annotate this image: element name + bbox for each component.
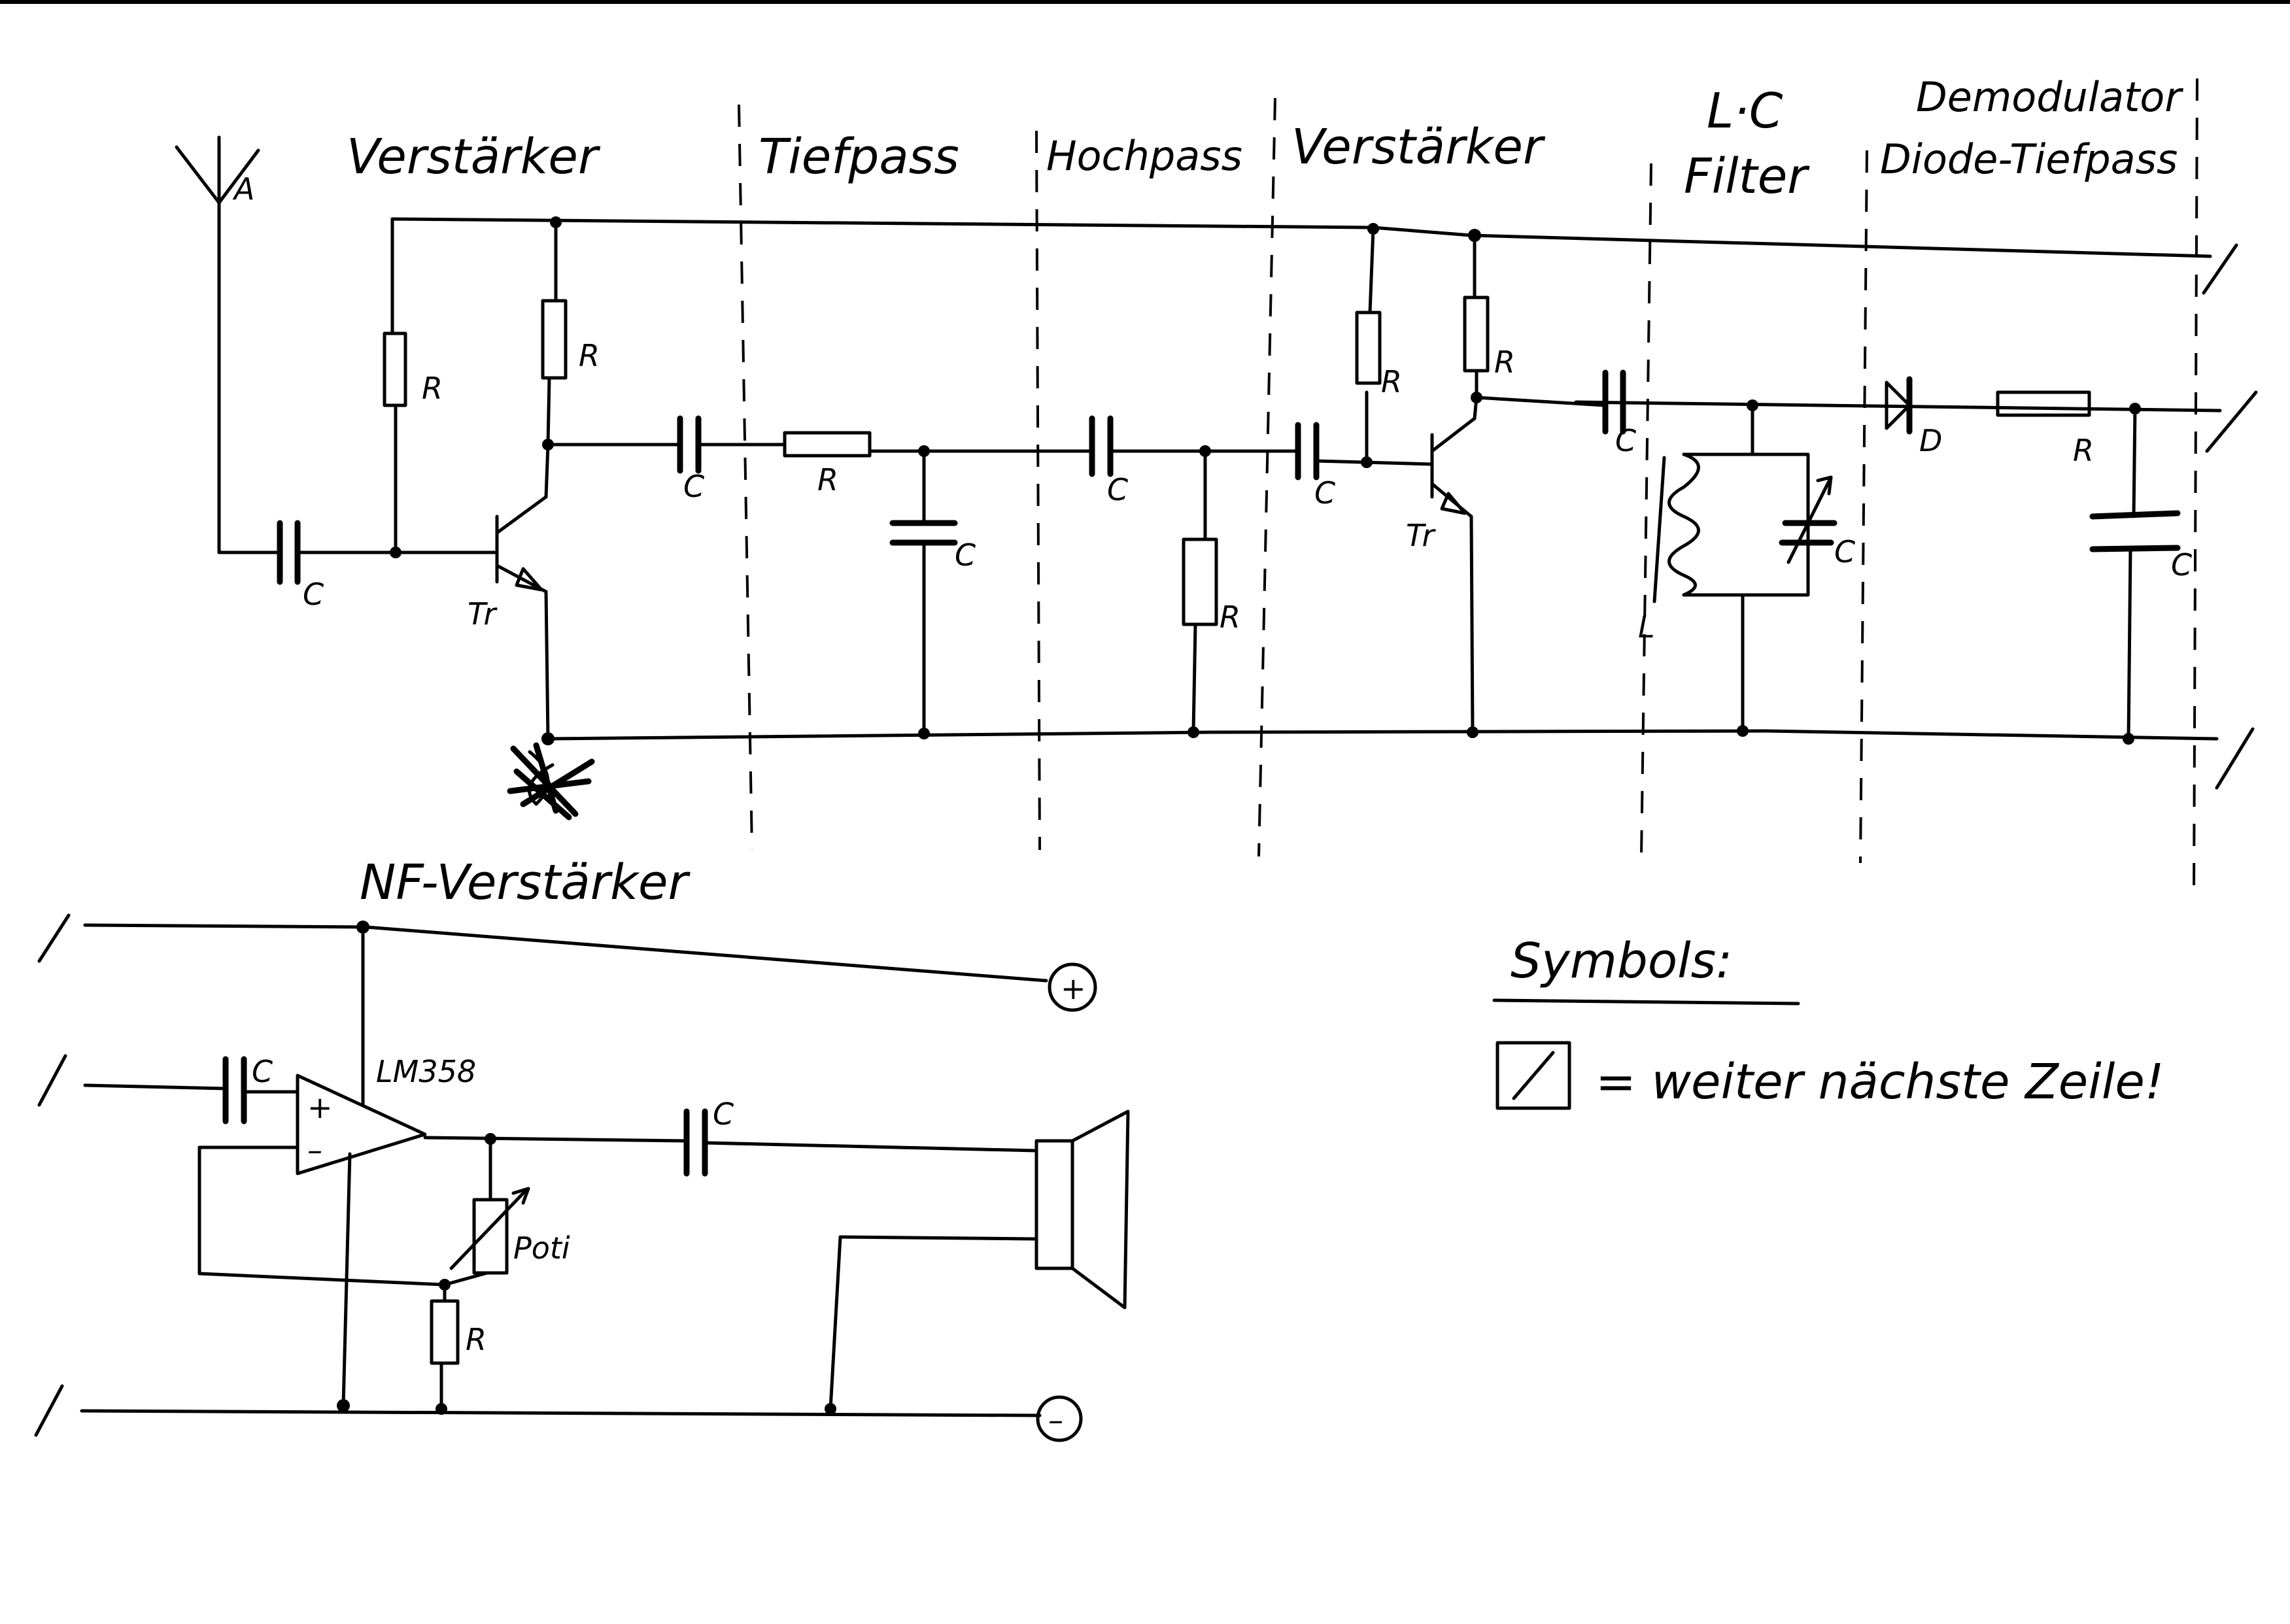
nf-continuation-mark-bottom xyxy=(34,1384,64,1437)
lowpass-resistor xyxy=(783,431,872,458)
highpass-resistor-label: R xyxy=(1220,600,1240,635)
continuation-mark-bottom xyxy=(2215,727,2255,790)
demodulator: D R C xyxy=(1885,376,2192,745)
nf-feedback-resistor xyxy=(430,1299,460,1365)
ground-rail xyxy=(544,729,2219,741)
legend-continuation-symbol xyxy=(1495,1041,1571,1110)
demod-capacitor-label: C xyxy=(2171,547,2192,583)
stage2-bias-resistor xyxy=(1355,311,1382,385)
stage2-collector-resistor-label: R xyxy=(1494,345,1515,380)
stage2-amplifier: C R R Tr xyxy=(1295,223,1515,738)
highpass-stage: C R xyxy=(1089,415,1300,738)
bias-resistor xyxy=(383,331,407,407)
header-verstaerker-1: Verstärker xyxy=(347,129,601,185)
variable-capacitor-label: C xyxy=(1834,534,1855,569)
coupling-capacitor-1-label: C xyxy=(683,469,704,504)
header-nf-verstaerker: NF-Verstärker xyxy=(360,854,691,911)
scribble-ground xyxy=(507,742,595,820)
header-lc-filter-line2: Filter xyxy=(1684,148,1810,205)
header-demodulator-line1: Demodulator xyxy=(1916,73,2183,121)
demod-resistor-label: R xyxy=(2073,433,2094,468)
diode-symbol xyxy=(1885,381,1911,430)
stage1-amplifier: C R R Tr xyxy=(217,216,600,820)
stage2-bias-resistor-label: R xyxy=(1381,364,1402,399)
legend: Symbols: = weiter nächste Zeile! xyxy=(1492,933,2164,1110)
header-demodulator-line2: Diode-Tiefpass xyxy=(1880,135,2178,183)
header-hochpass: Hochpass xyxy=(1046,132,1242,180)
transistor-1-label: Tr xyxy=(468,596,498,632)
continuation-mark-middle xyxy=(2205,390,2258,453)
nf-input-capacitor-label: C xyxy=(252,1054,273,1089)
antenna-label: A xyxy=(232,171,254,207)
opamp-minus-label: – xyxy=(307,1132,322,1168)
nf-feedback-resistor-label: R xyxy=(466,1322,487,1357)
terminal-minus xyxy=(1036,1395,1083,1442)
transistor-2-label: Tr xyxy=(1406,518,1437,553)
lowpass-resistor-label: R xyxy=(817,462,838,498)
highpass-resistor xyxy=(1182,537,1218,626)
header-lc-filter-line1: L·C xyxy=(1707,83,1783,139)
continuation-mark-top xyxy=(2202,243,2238,295)
terminal-minus-label: – xyxy=(1048,1402,1063,1438)
header-verstaerker-2: Verstärker xyxy=(1291,119,1546,175)
signal-line-right xyxy=(1574,400,2222,413)
inductor-label: L xyxy=(1638,609,1655,645)
collector-resistor-label: R xyxy=(579,338,600,373)
speaker-icon xyxy=(1034,1109,1130,1310)
lc-coupling-capacitor-label: C xyxy=(1615,423,1636,458)
inductor-coil xyxy=(1667,452,1700,597)
nf-continuation-mark-top xyxy=(37,913,71,963)
legend-title: Symbols: xyxy=(1511,933,1732,989)
lowpass-stage: C R C xyxy=(546,415,1094,739)
antenna-symbol: A xyxy=(175,135,260,554)
input-capacitor-label: C xyxy=(303,577,324,612)
legend-text: = weiter nächste Zeile! xyxy=(1596,1054,2164,1110)
stage2-collector-resistor xyxy=(1463,296,1490,373)
nf-output-capacitor-label: C xyxy=(713,1096,734,1132)
opamp-plus-label: + xyxy=(307,1090,333,1125)
lowpass-capacitor-label: C xyxy=(955,537,976,573)
opamp-label: LM358 xyxy=(376,1054,476,1089)
lc-filter: C L C xyxy=(1475,369,1855,737)
collector-resistor xyxy=(541,299,568,380)
nf-amplifier: + C + – LM358 Poti R C xyxy=(34,913,1130,1442)
bias-resistor-label: R xyxy=(422,371,443,406)
header-tiefpass: Tiefpass xyxy=(759,129,959,185)
section-separators xyxy=(738,78,2198,896)
terminal-plus-label: + xyxy=(1061,971,1086,1006)
coupling-capacitor-2-label: C xyxy=(1314,475,1335,511)
potentiometer-label: Poti xyxy=(513,1230,570,1266)
nf-continuation-mark-middle xyxy=(37,1054,67,1107)
top-border xyxy=(0,0,2290,4)
potentiometer xyxy=(472,1198,509,1275)
highpass-capacitor-label: C xyxy=(1107,472,1128,507)
demod-resistor xyxy=(1996,390,2091,417)
diode-label: D xyxy=(1919,423,1942,458)
supply-rail-positive xyxy=(390,217,2212,258)
terminal-plus xyxy=(1048,962,1097,1012)
